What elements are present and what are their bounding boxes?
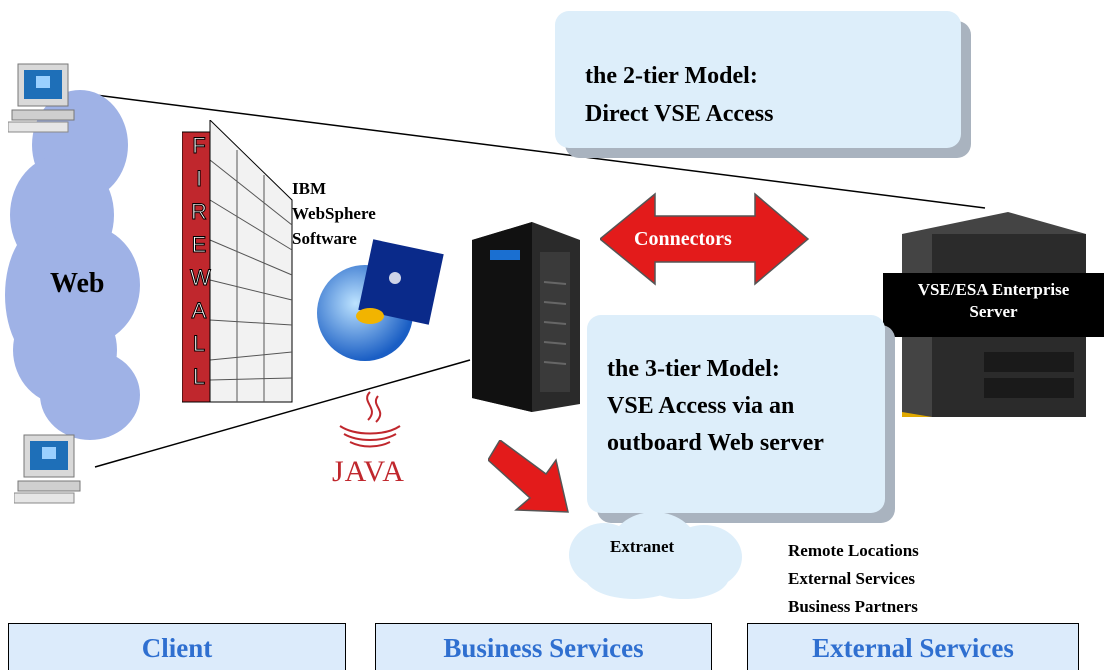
connectors-label: Connectors xyxy=(634,228,732,250)
firewall-wall xyxy=(182,120,293,403)
two-tier-title: the 2-tier Model: xyxy=(585,63,758,89)
connectors-arrow xyxy=(600,192,810,286)
websphere-logo-icon xyxy=(317,239,444,361)
remote-services-list: Remote Locations External Services Busin… xyxy=(788,541,919,616)
java-logo-icon xyxy=(339,391,401,448)
web-server-icon xyxy=(472,222,580,412)
three-tier-line2: VSE Access via an xyxy=(607,393,795,419)
tier-external-services: External Services xyxy=(747,623,1079,670)
two-tier-subtitle: Direct VSE Access xyxy=(585,101,774,127)
enterprise-server-label: VSE/ESA Enterprise Server xyxy=(883,273,1104,337)
tier-business-services: Business Services xyxy=(375,623,712,670)
java-label: JAVA xyxy=(332,455,405,488)
computer-bottom-icon xyxy=(14,434,81,504)
tier-client: Client xyxy=(8,623,346,670)
web-cloud xyxy=(5,90,140,440)
extranet-cloud xyxy=(569,512,742,599)
three-tier-title: the 3-tier Model: xyxy=(607,356,780,382)
extranet-arrow xyxy=(488,440,569,513)
extranet-label: Extranet xyxy=(610,537,675,556)
web-label: Web xyxy=(50,268,105,299)
two-tier-callout: the 2-tier Model: Direct VSE Access xyxy=(555,11,961,148)
three-tier-callout: the 3-tier Model: VSE Access via an outb… xyxy=(587,315,885,513)
websphere-label: IBM WebSphere Software xyxy=(292,179,376,248)
three-tier-line3: outboard Web server xyxy=(607,430,824,456)
computer-top-icon xyxy=(8,63,75,133)
